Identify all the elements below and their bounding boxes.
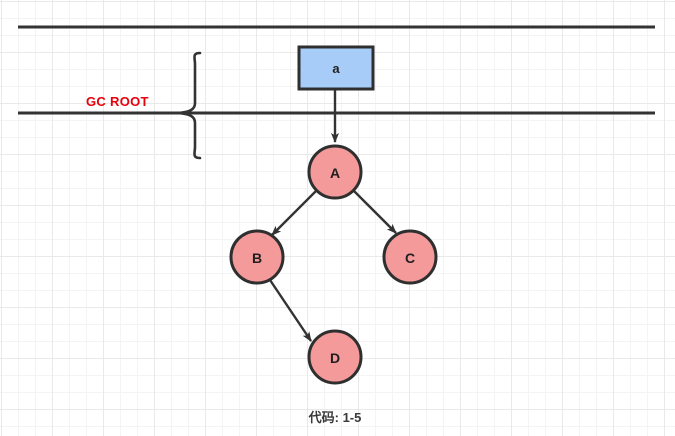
- node-a-rect[interactable]: [297, 45, 375, 91]
- node-D-circle[interactable]: [307, 329, 363, 385]
- node-B-circle[interactable]: [229, 229, 285, 285]
- gc-root-brace: [176, 51, 202, 160]
- edge-B-to-D: [269, 279, 312, 342]
- gc-root-label: GC ROOT: [86, 94, 149, 109]
- figure-caption: 代码: 1-5: [308, 410, 362, 425]
- edge-A-to-B: [271, 189, 318, 236]
- node-C-circle[interactable]: [382, 229, 438, 285]
- node-A-circle[interactable]: [307, 144, 363, 200]
- edge-A-to-C: [352, 189, 397, 234]
